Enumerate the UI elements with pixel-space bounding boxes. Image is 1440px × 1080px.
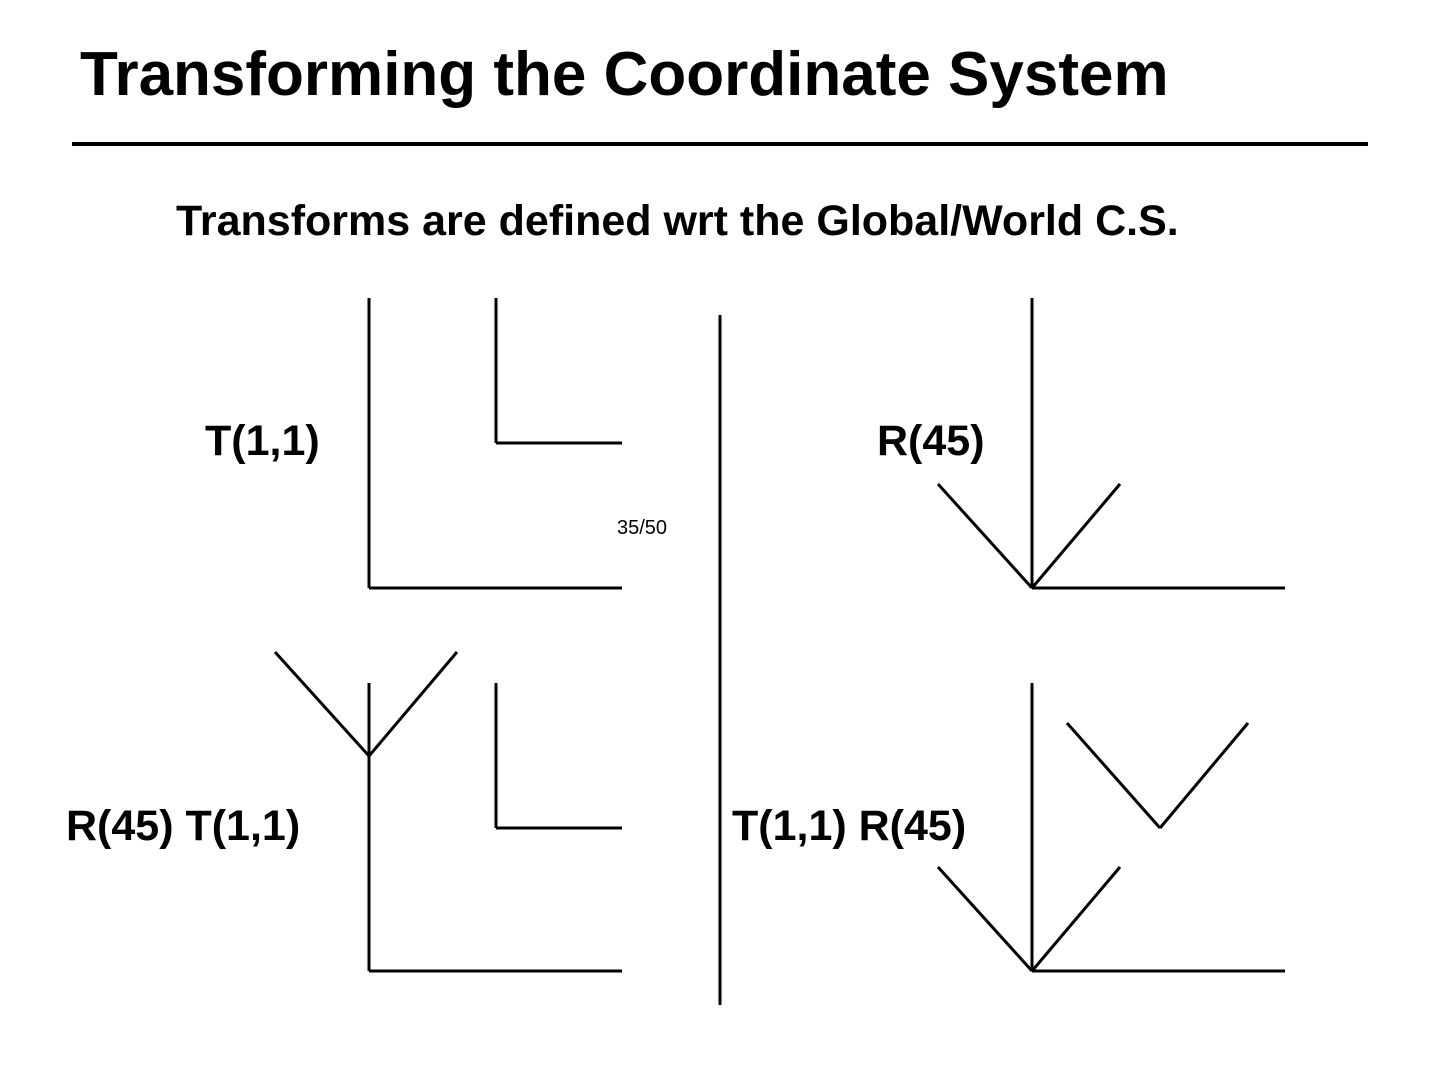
- label-translate-then-rotate: T(1,1) R(45): [732, 802, 967, 850]
- slide-title: Transforming the Coordinate System: [80, 40, 1169, 109]
- panel-translate: [367, 298, 622, 590]
- transformed-x-axis: [1158, 722, 1250, 829]
- label-rotate: R(45): [877, 417, 985, 465]
- rotated-x-axis: [367, 651, 459, 757]
- rotated-y-axis: [936, 482, 1034, 590]
- title-divider: [72, 142, 1368, 146]
- panel-rotate-then-translate: [273, 650, 622, 973]
- page-number: 35/50: [617, 517, 668, 539]
- label-rotate-then-translate: R(45) T(1,1): [66, 802, 301, 850]
- rotated-x-axis: [1030, 483, 1122, 589]
- panel-rotate: [936, 298, 1285, 590]
- transformed-y-axis: [1065, 722, 1162, 829]
- label-translate: T(1,1): [205, 417, 320, 465]
- slide-subtitle: Transforms are defined wrt the Global/Wo…: [176, 197, 1179, 245]
- rotated-y-axis: [273, 650, 371, 758]
- rotated-x-axis: [1030, 866, 1122, 972]
- panel-translate-then-rotate: [936, 683, 1285, 973]
- rotated-y-axis: [936, 865, 1034, 973]
